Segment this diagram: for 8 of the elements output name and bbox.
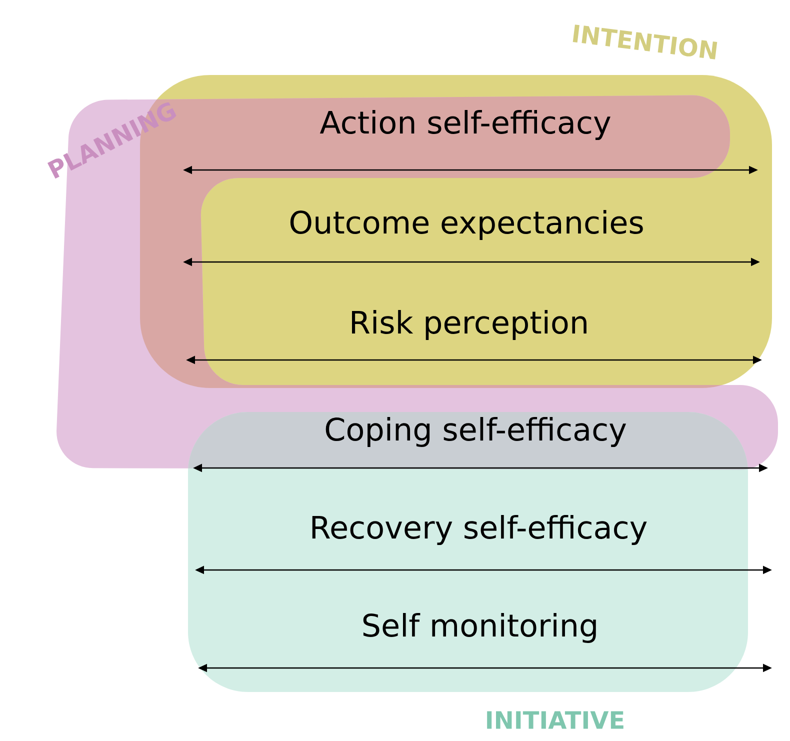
- row-label: Risk perception: [352, 310, 586, 340]
- region-heading: INITIATIVE: [487, 711, 624, 729]
- row-label: Recovery self-efficacy: [312, 515, 647, 545]
- region-heading: INTENTION: [572, 24, 718, 60]
- row-label: Self monitoring: [363, 613, 596, 643]
- row-label: Outcome expectancies: [290, 210, 643, 240]
- row-label: Coping self-efficacy: [326, 417, 626, 447]
- row-label: Action self-efficacy: [320, 110, 610, 140]
